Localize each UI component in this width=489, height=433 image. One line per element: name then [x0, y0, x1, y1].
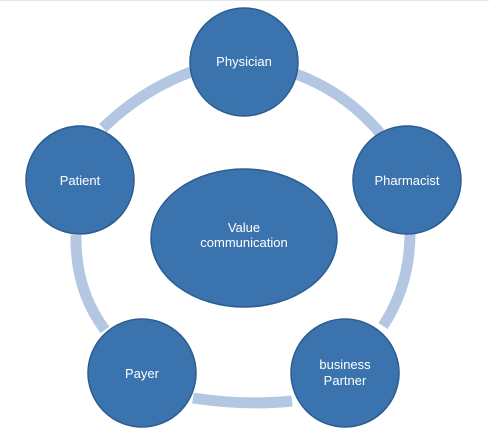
center-ellipse — [150, 168, 338, 308]
node-business-partner: business Partner — [290, 318, 400, 428]
center-label-line-1: Value — [228, 220, 260, 235]
node-pharmacist: Pharmacist — [352, 125, 462, 235]
node-physician-label: Physician — [216, 54, 272, 69]
top-rule — [0, 0, 489, 1]
connector-payer-patient — [70, 234, 110, 334]
connector-business-partner-payer — [192, 392, 293, 409]
node-pharmacist-circle — [352, 125, 462, 235]
node-business-partner-circle — [290, 318, 400, 428]
node-payer: Payer — [87, 318, 197, 428]
connector-pharmacist-business-partner — [378, 232, 416, 330]
node-physician: Physician — [189, 7, 299, 117]
node-payer-circle — [87, 318, 197, 428]
node-business-partner-label-line-2: Partner — [324, 373, 367, 388]
node-physician-circle — [189, 7, 299, 117]
connector-physician-pharmacist — [294, 68, 385, 137]
center-node: Value communication — [150, 168, 338, 308]
connector-patient-physician — [99, 66, 193, 132]
node-pharmacist-label: Pharmacist — [374, 173, 439, 188]
connector-ring — [70, 66, 416, 409]
node-patient-label: Patient — [60, 173, 101, 188]
node-patient-circle — [25, 125, 135, 235]
node-patient: Patient — [25, 125, 135, 235]
node-payer-label: Payer — [125, 366, 160, 381]
node-business-partner-label-line-1: business — [319, 357, 371, 372]
center-label-line-2: communication — [200, 235, 287, 250]
